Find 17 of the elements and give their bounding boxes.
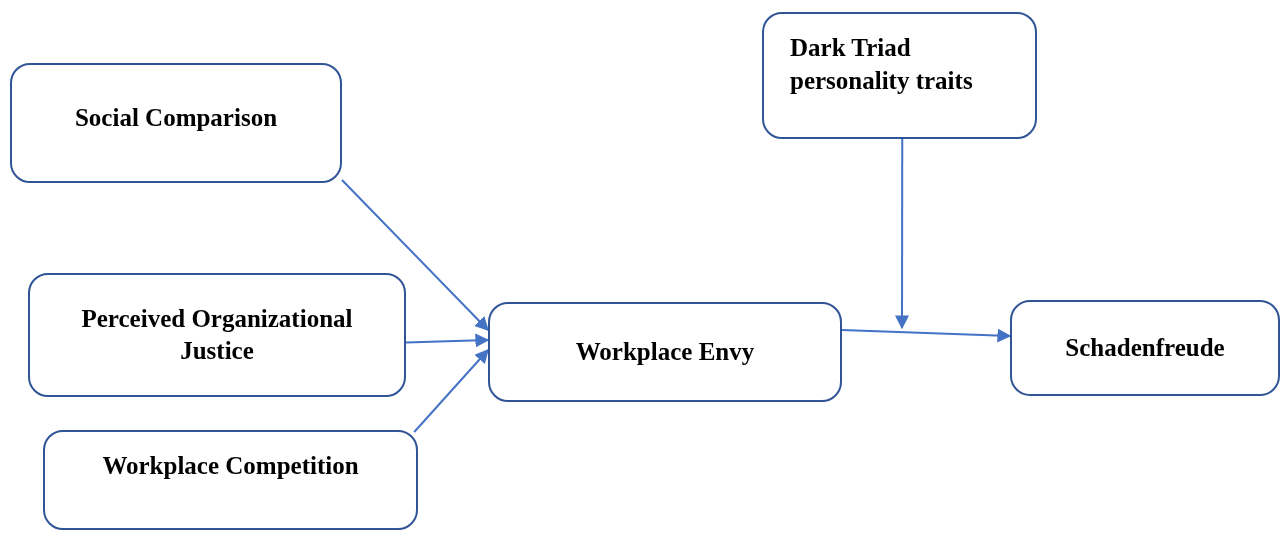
arrow: [895, 138, 909, 330]
process-box: [10, 63, 342, 183]
process-box: [488, 302, 842, 402]
box-label: Workplace Competition: [102, 451, 359, 481]
arrow: [841, 328, 1012, 343]
box-label: Dark Triad personality traits: [790, 33, 974, 96]
box-label: Schadenfreude: [1065, 332, 1225, 363]
process-box: [43, 430, 418, 530]
box-label: Workplace Envy: [575, 336, 755, 367]
box-label: Perceived Organizational Justice: [80, 303, 354, 366]
arrow: [341, 179, 489, 331]
process-box: [1010, 300, 1280, 396]
box-label: Social Comparison: [74, 102, 278, 133]
arrow: [405, 333, 490, 348]
process-box: [28, 273, 406, 397]
process-box: [762, 12, 1037, 139]
arrow: [413, 348, 489, 433]
